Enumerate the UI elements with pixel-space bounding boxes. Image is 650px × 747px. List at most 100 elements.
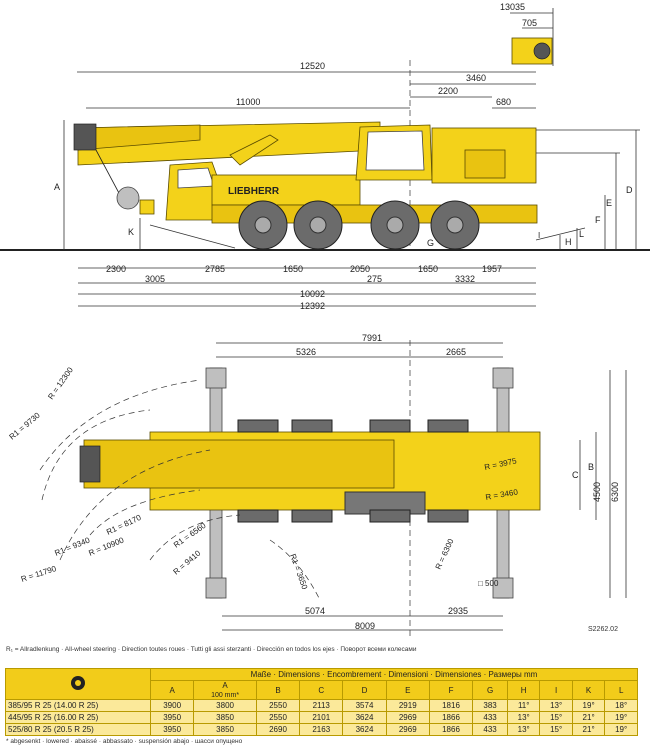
letter-E: E: [606, 198, 612, 208]
row-tyre: 525/80 R 25 (20.5 R 25): [5, 723, 151, 736]
cell: 2101: [299, 711, 344, 724]
cell: 433: [472, 711, 508, 724]
dimensions-table: Maße · Dimensions · Encombrement · Dimen…: [5, 668, 638, 736]
radius-9730: R1 = 9730: [8, 410, 43, 441]
letter-B: B: [588, 462, 594, 472]
letter-G: G: [427, 238, 434, 248]
letter-D: D: [626, 185, 633, 195]
cell: 2113: [299, 699, 344, 712]
dim-3460: 3460: [466, 73, 486, 83]
cell: 3900: [149, 699, 195, 712]
row-tyre: 445/95 R 25 (16.00 R 25): [5, 711, 151, 724]
cell: 13°: [539, 699, 573, 712]
cell: 3850: [193, 723, 257, 736]
cell: 2163: [299, 723, 344, 736]
radius-9410: R = 9410: [172, 548, 203, 576]
brand-label: LIEBHERR: [228, 186, 280, 197]
radius-8170: R1 = 8170: [105, 513, 143, 537]
header-C: C: [299, 680, 344, 700]
dim-3332: 3332: [455, 274, 475, 284]
dim-2785: 2785: [205, 264, 225, 274]
cell: 21°: [571, 723, 606, 736]
table-row: 445/95 R 25 (16.00 R 25) 3950 3850 2550 …: [5, 711, 638, 724]
cell: 383: [472, 699, 508, 712]
dim-7991: 7991: [362, 333, 382, 343]
cell: 2969: [385, 723, 430, 736]
header-H: H: [506, 680, 541, 700]
dim-11000: 11000: [236, 97, 260, 107]
dim-10092: 10092: [300, 289, 325, 299]
header-F: F: [428, 680, 474, 700]
letter-H: H: [565, 237, 572, 247]
header-I: I: [539, 680, 573, 700]
cell: 13°: [506, 723, 541, 736]
dim-4500: 4500: [592, 482, 602, 502]
radius-10900: R = 10900: [87, 535, 125, 557]
side-view: 13035 705 12520 3460 2200 11000 680 LIEB…: [0, 2, 650, 311]
header-A2-sub: 100 mm*: [211, 692, 240, 699]
dim-6300: 6300: [610, 482, 620, 502]
top-view: 7991 5326 2665 R = 12300 R1 =: [8, 333, 627, 640]
dim-2200: 2200: [438, 86, 458, 96]
header-A2-letter: A: [222, 681, 228, 690]
header-K: K: [571, 680, 606, 700]
header-E: E: [385, 680, 430, 700]
cell: 2690: [255, 723, 301, 736]
header-A: A: [149, 680, 195, 700]
cell: 19°: [604, 711, 638, 724]
table-row: 525/80 R 25 (20.5 R 25) 3950 3850 2690 2…: [5, 723, 638, 736]
dim-12392: 12392: [300, 301, 325, 311]
dim-2300: 2300: [106, 264, 126, 274]
dim-1957: 1957: [482, 264, 502, 274]
cell: 1866: [428, 711, 474, 724]
cell: 1816: [428, 699, 474, 712]
cell: 11°: [506, 699, 541, 712]
dim-12520: 12520: [300, 61, 325, 71]
cell: 3624: [342, 723, 387, 736]
cell: 21°: [571, 711, 606, 724]
table-row: 385/95 R 25 (14.00 R 25) 3900 3800 2550 …: [5, 699, 638, 712]
radius-9340: R1 = 9340: [53, 535, 91, 557]
dim-8009: 8009: [355, 621, 375, 631]
dim-705: 705: [522, 18, 537, 28]
cell: 18°: [604, 699, 638, 712]
cell: 15°: [539, 711, 573, 724]
cell: 19°: [604, 723, 638, 736]
dim-5326: 5326: [296, 347, 316, 357]
dim-13035: 13035: [500, 2, 525, 12]
cell: 2919: [385, 699, 430, 712]
cell: 2550: [255, 711, 301, 724]
cell: 13°: [506, 711, 541, 724]
hook-block-detail: 13035 705: [500, 2, 554, 66]
header-L: L: [604, 680, 638, 700]
radius-6560: R1 = 6560: [172, 521, 208, 550]
row-tyre: 385/95 R 25 (14.00 R 25): [5, 699, 151, 712]
letter-F: F: [595, 215, 601, 225]
cell: 2550: [255, 699, 301, 712]
cell: 3574: [342, 699, 387, 712]
square-500: □ 500: [478, 579, 499, 588]
letter-I: I: [538, 231, 540, 240]
table-title-row: Maße · Dimensions · Encombrement · Dimen…: [5, 668, 638, 700]
dim-2050: 2050: [350, 264, 370, 274]
drawing-code: S2262.02: [588, 626, 618, 633]
dim-275: 275: [367, 274, 382, 284]
header-B: B: [255, 680, 301, 700]
letter-L: L: [579, 229, 584, 239]
header-D: D: [342, 680, 387, 700]
cell: 19°: [571, 699, 606, 712]
dim-3005: 3005: [145, 274, 165, 284]
cell: 1866: [428, 723, 474, 736]
radius-6300: R = 6300: [434, 537, 456, 571]
cell: 3950: [149, 723, 195, 736]
letter-A: A: [54, 182, 60, 192]
cell: 2969: [385, 711, 430, 724]
cell: 3800: [193, 699, 257, 712]
cell: 3624: [342, 711, 387, 724]
tyre-icon: [71, 676, 85, 690]
cell: 3850: [193, 711, 257, 724]
cell: 15°: [539, 723, 573, 736]
dim-680: 680: [496, 97, 511, 107]
